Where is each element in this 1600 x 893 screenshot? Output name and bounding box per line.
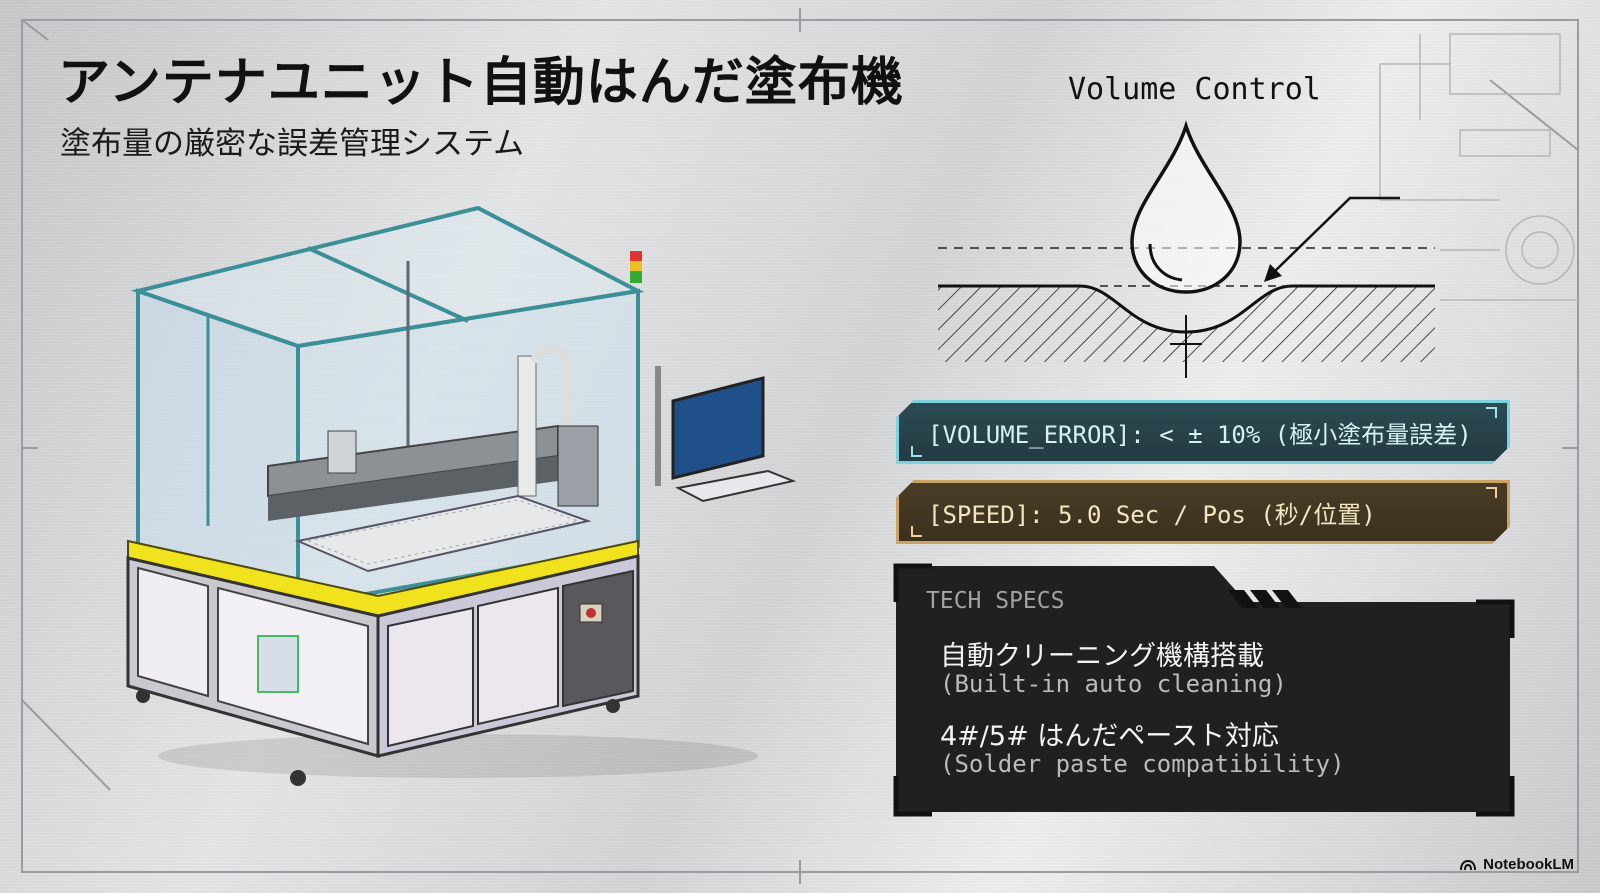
spec-item-auto-cleaning-sub: (Built-in auto cleaning): [940, 670, 1287, 698]
brand-watermark: NotebookLM: [1459, 856, 1574, 873]
speed-badge: [SPEED]: 5.0 Sec / Pos (秒/位置): [896, 480, 1510, 544]
diagram-label: Volume Control: [1068, 72, 1321, 107]
page-title: アンテナユニット自動はんだ塗布機: [58, 53, 904, 113]
tech-specs-title: TECH SPECS: [926, 588, 1065, 614]
spec-item-solder-paste-sub: (Solder paste compatibility): [940, 750, 1345, 778]
volume-error-text: [VOLUME_ERROR]: < ± 10% (極小塗布量誤差): [928, 420, 1472, 449]
spec-item-solder-paste: 4#/5# はんだペースト対応: [940, 721, 1279, 752]
brand-label: NotebookLM: [1483, 856, 1574, 873]
volume-error-badge: [VOLUME_ERROR]: < ± 10% (極小塗布量誤差): [896, 400, 1510, 464]
spec-item-auto-cleaning: 自動クリーニング機構搭載: [940, 641, 1264, 672]
volume-control-diagram: [938, 120, 1435, 378]
tech-specs-panel: [896, 566, 1510, 812]
tech-specs-frame: [893, 563, 1515, 817]
notebooklm-logo-icon: [1460, 859, 1477, 870]
speed-text: [SPEED]: 5.0 Sec / Pos (秒/位置): [928, 500, 1376, 529]
page-subtitle: 塗布量の厳密な誤差管理システム: [60, 126, 525, 162]
machine-illustration: [126, 205, 797, 786]
